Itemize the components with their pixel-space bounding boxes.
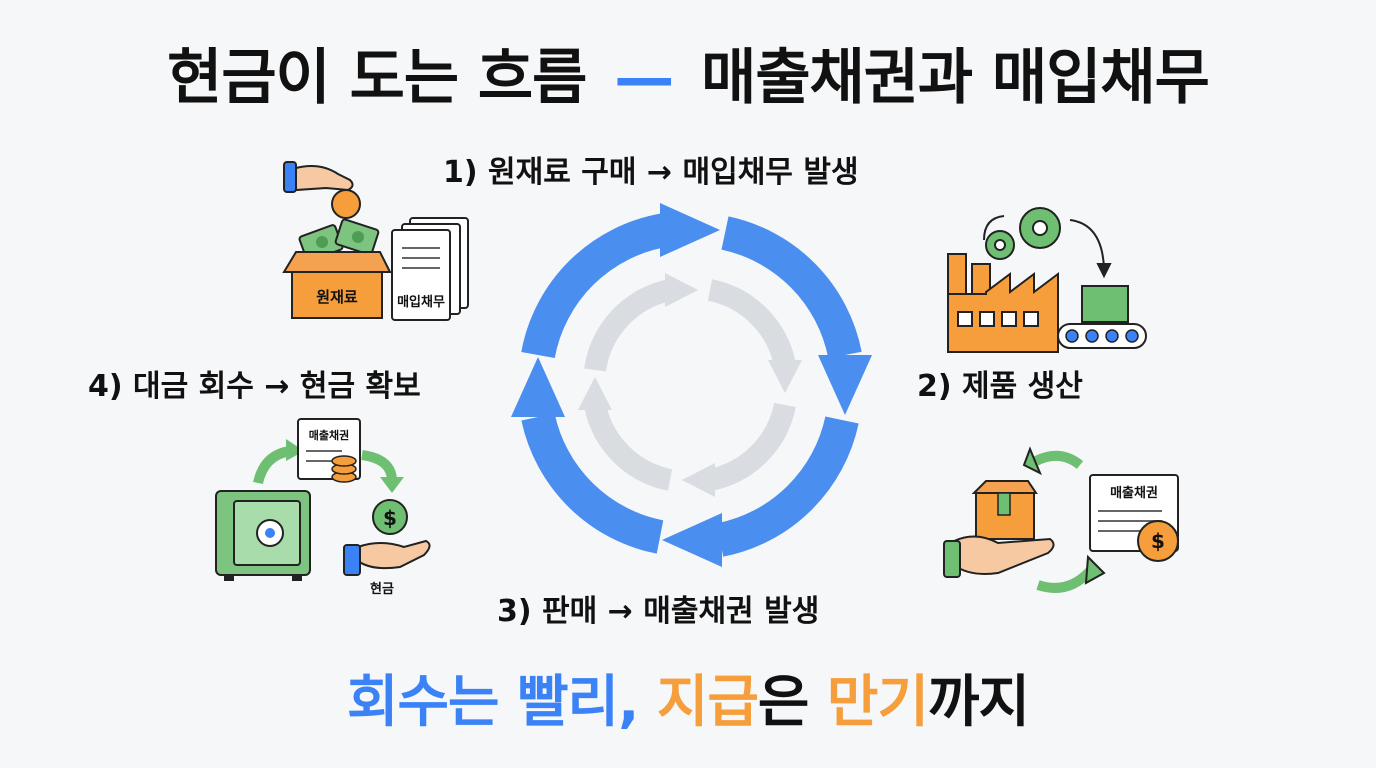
step-3-label: 3) 판매 → 매출채권 발생 [497,594,820,629]
collection-arrow-icon [253,439,404,493]
title-left: 현금이 도는 흐름 [167,43,587,113]
svg-text:$: $ [1151,529,1165,553]
step-4-label: 4) 대금 회수 → 현금 확보 [88,369,421,404]
collection-doc-label: 매출채권 [309,428,349,442]
receiving-hand-icon [343,539,431,576]
sale-illustration: 매출채권 $ [943,446,1179,593]
slogan: 회수는 빨리, 지급은 만기까지 [0,668,1376,738]
product-box-icon [971,480,1038,540]
slogan-part-collect-fast: 회수는 빨리, [346,670,639,735]
process-arrow-icon [983,215,1112,279]
step-2-label: 2) 제품 생산 [917,369,1083,404]
step-1-label: 1) 원재료 구매 → 매입채무 발생 [443,155,859,190]
collection-illustration: 매출채권 $ 현금 [215,418,431,597]
page-title: 현금이 도는 흐름 — 매출채권과 매입채무 [0,38,1376,118]
inner-gray-arrowheads [578,273,802,497]
dollar-coin-icon: $ [1137,520,1179,562]
title-right: 매출채권과 매입채무 [701,43,1210,113]
factory-icon [947,253,1059,353]
payable-document-icon [391,217,469,321]
cash-label: 현금 [370,581,394,597]
sale-arrow-icon [1022,446,1106,593]
inner-gray-cycle [584,279,796,491]
slogan-part-payment: 지급 [656,670,759,735]
hand-coin-icon [283,161,361,219]
slogan-part-particle: 은 [757,670,810,735]
production-illustration [947,207,1147,353]
box-icon [282,251,392,319]
svg-text:$: $ [383,506,397,530]
collection-document-icon [297,418,361,483]
cycle-diagram [511,203,872,567]
gear-icon [985,207,1061,260]
outer-blue-cycle [521,213,862,557]
conveyor-icon [1057,285,1147,349]
giving-hand-icon [943,535,1055,578]
box-label: 원재료 [316,288,358,306]
payable-doc-label: 매입채무 [397,295,445,310]
slogan-part-until: 까지 [927,670,1030,735]
receivable-doc-label: 매출채권 [1110,485,1158,501]
slogan-part-maturity: 만기 [826,670,929,735]
title-dash: — [614,43,674,113]
purchase-illustration: 원재료 매입채무 [282,161,469,321]
dollar-coin-icon: $ [372,499,408,535]
outer-blue-arrowheads [511,203,872,567]
safe-icon [215,490,311,581]
